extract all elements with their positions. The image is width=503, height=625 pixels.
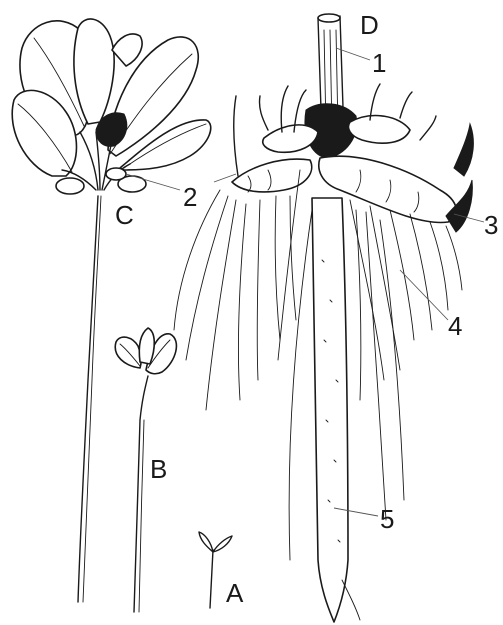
leader-line-4 bbox=[400, 270, 448, 320]
label-part-4: 4 bbox=[448, 311, 462, 341]
label-part-2: 2 bbox=[183, 182, 197, 212]
label-stage-c: C bbox=[115, 200, 134, 230]
label-stage-a: A bbox=[226, 578, 244, 608]
rosette-plant-c-drawing bbox=[12, 19, 211, 602]
label-stage-b: B bbox=[150, 454, 167, 484]
rootstock-d-drawing bbox=[174, 14, 473, 622]
label-part-1: 1 bbox=[372, 48, 386, 78]
label-stage-d: D bbox=[360, 10, 379, 40]
label-part-3: 3 bbox=[484, 210, 498, 240]
label-part-5: 5 bbox=[380, 504, 394, 534]
